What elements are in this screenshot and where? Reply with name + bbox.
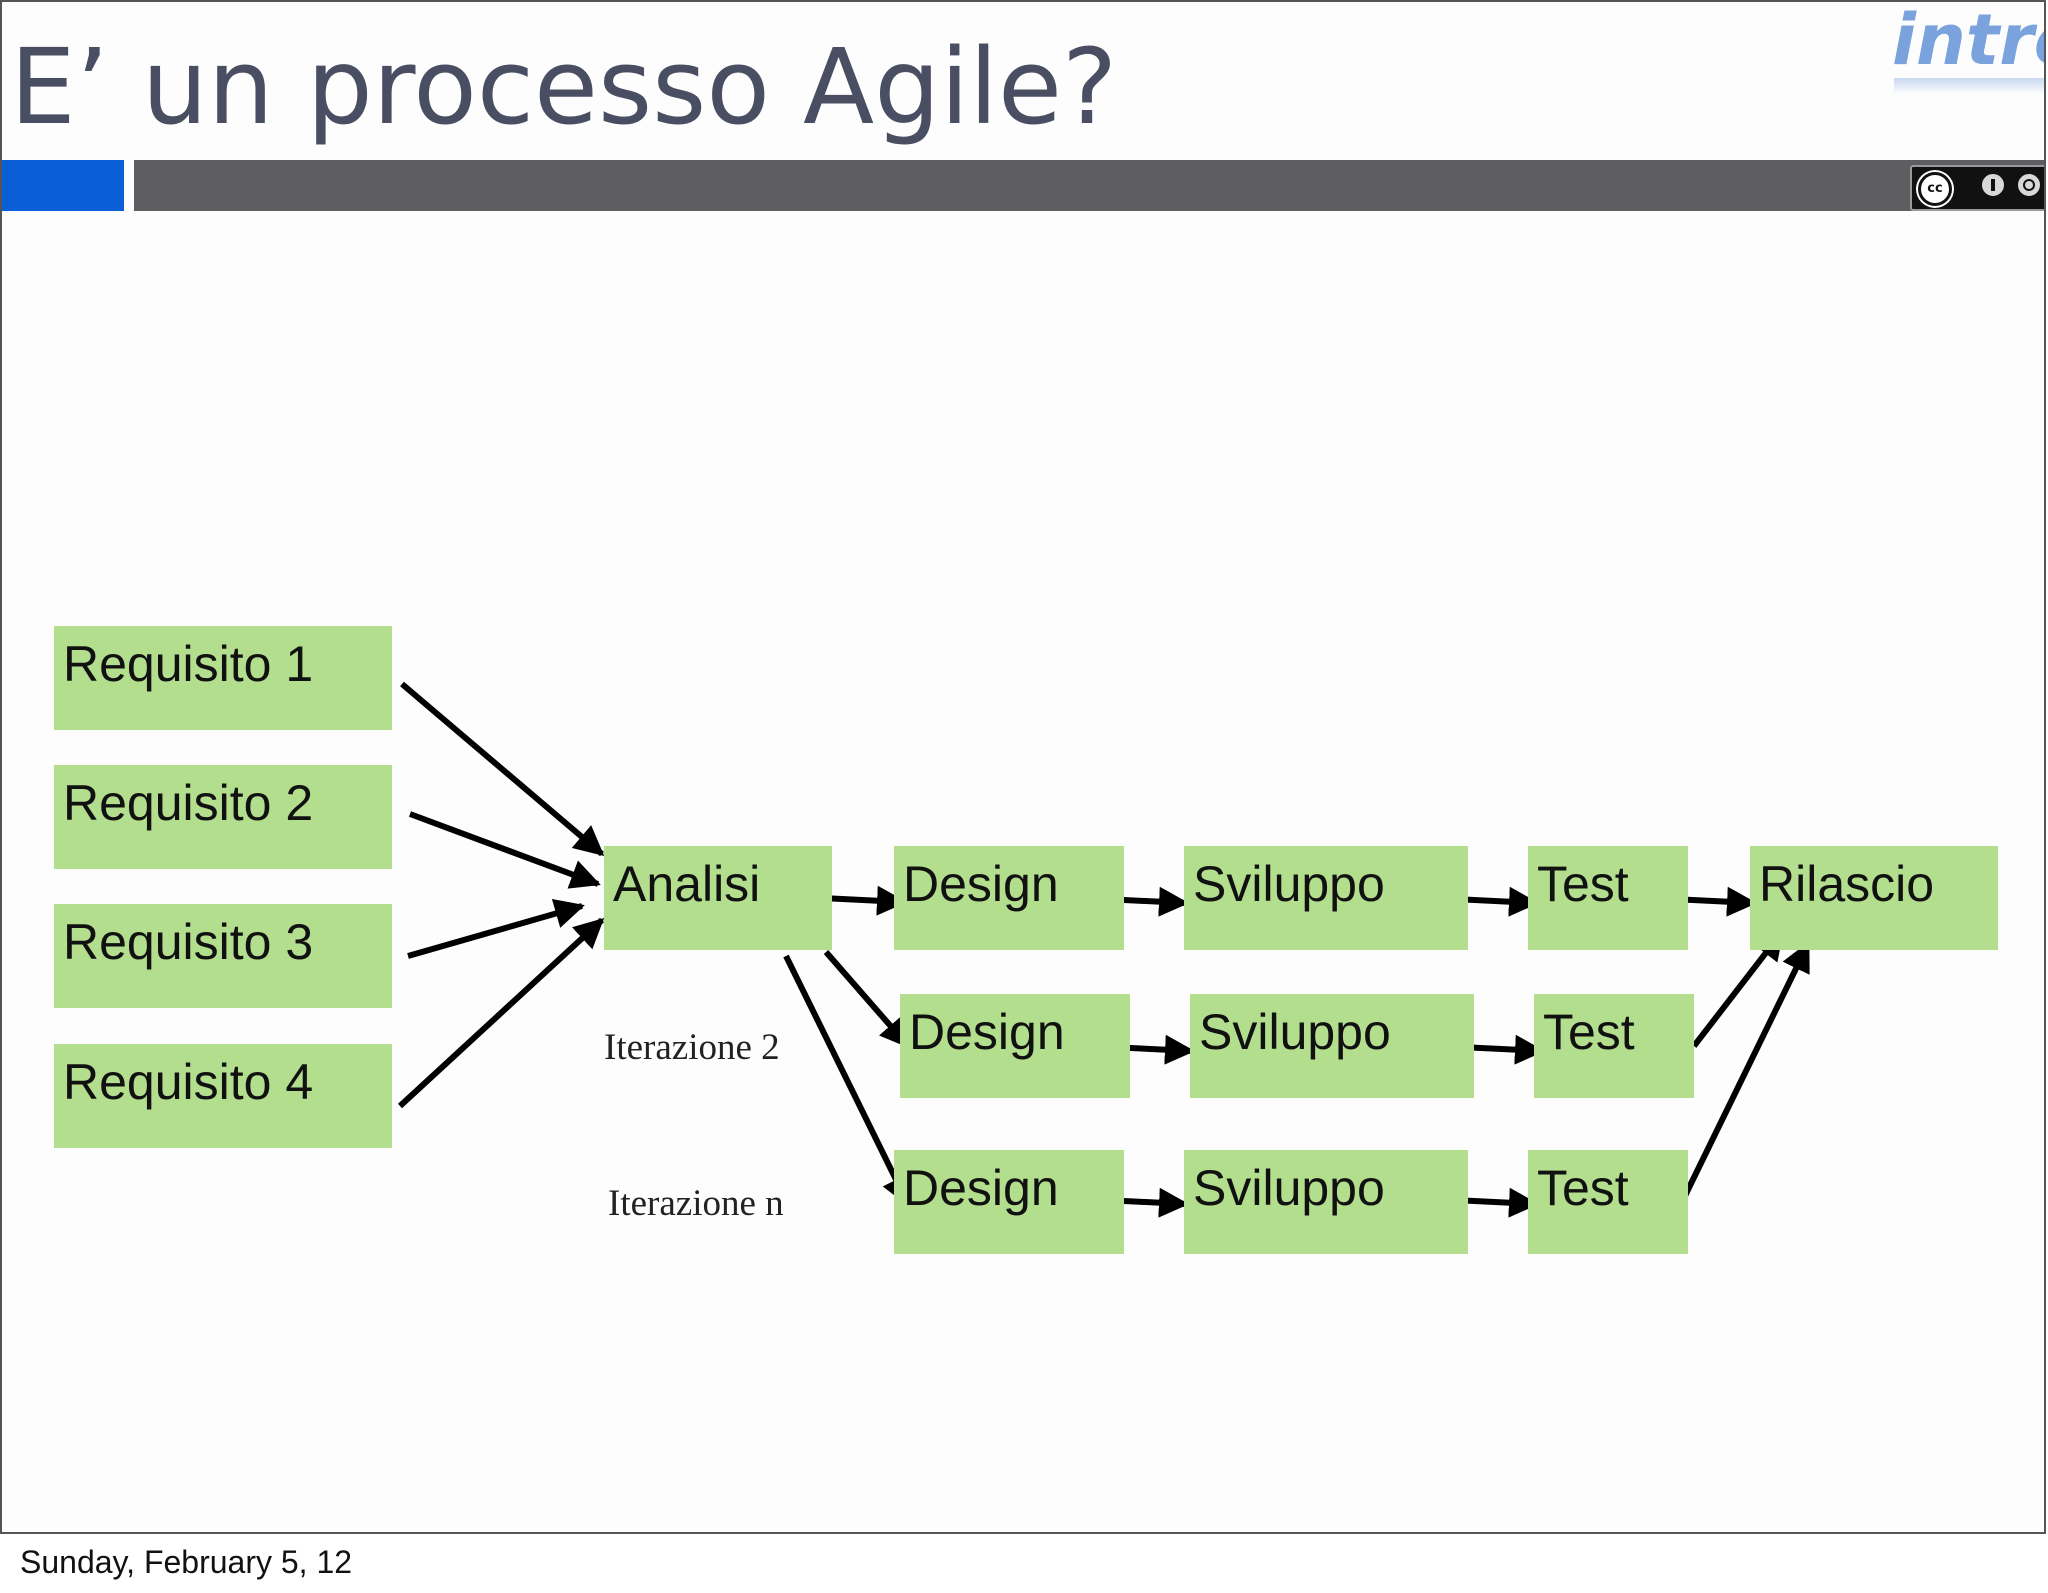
requisito-3-label: Requisito 3 [63,914,314,970]
iterazione-2-label: Iterazione 2 [604,1027,780,1068]
rilascio-box: Rilascio [1750,846,1998,950]
design-label-n: Design [903,1160,1059,1216]
requisito-2-box: Requisito 2 [54,765,392,869]
arrow-req2-to-analisi [408,811,601,889]
intre-logo: intré [1892,2,2044,81]
arrow-testn-to-rilascio [1679,941,1811,1204]
process-diagram-arrows [397,681,1811,1218]
sviluppo-box-2: Sviluppo [1190,994,1474,1098]
iterazione-n-label: Iterazione n [608,1183,784,1224]
design-label-1: Design [903,856,1059,912]
title-rule-bar [134,160,2044,211]
arrow-req1-to-analisi [400,681,605,857]
title-accent-block [2,160,124,211]
requisito-2-label: Requisito 2 [63,775,314,831]
analisi-label: Analisi [613,856,761,912]
slide-title: E’ un processo Agile? [10,26,1118,148]
creative-commons-license-icon: cc [1910,165,2044,211]
arrow-req3-to-analisi [407,899,585,959]
arrow-test2-to-rilascio [1691,929,1785,1048]
test-label-1: Test [1537,856,1629,912]
cc-icon: cc [1918,172,1952,206]
design-box-1: Design [894,846,1124,950]
test-box-1: Test [1528,846,1688,950]
sviluppo-label-2: Sviluppo [1199,1004,1391,1060]
test-label-n: Test [1537,1160,1629,1216]
rilascio-label: Rilascio [1759,856,1935,912]
sviluppo-label-1: Sviluppo [1193,856,1385,912]
share-alike-icon [2016,172,2042,198]
arrow-req4-to-analisi [397,917,605,1109]
arrow-analisi-to-design-1 [821,885,907,916]
sviluppo-box-n: Sviluppo [1184,1150,1468,1254]
slide: E’ un processo Agile? intré cc [0,0,2046,1534]
design-box-2: Design [900,994,1130,1098]
footer-date: Sunday, February 5, 12 [20,1544,353,1580]
requisito-1-label: Requisito 1 [63,636,314,692]
design-label-2: Design [909,1004,1065,1060]
arrow-analisi-to-design-n [783,954,911,1207]
test-box-n: Test [1528,1150,1688,1254]
arrow-analisi-to-design-2 [823,950,911,1049]
attribution-icon [1980,172,2006,198]
requisito-4-box: Requisito 4 [54,1044,392,1148]
test-box-2: Test [1534,994,1694,1098]
requisito-1-box: Requisito 1 [54,626,392,730]
logo-reflection [1894,78,2044,94]
requisito-4-label: Requisito 4 [63,1054,314,1110]
analisi-box: Analisi [604,846,832,950]
requisito-3-box: Requisito 3 [54,904,392,1008]
design-box-n: Design [894,1150,1124,1254]
sviluppo-box-1: Sviluppo [1184,846,1468,950]
test-label-2: Test [1543,1004,1635,1060]
sviluppo-label-n: Sviluppo [1193,1160,1385,1216]
